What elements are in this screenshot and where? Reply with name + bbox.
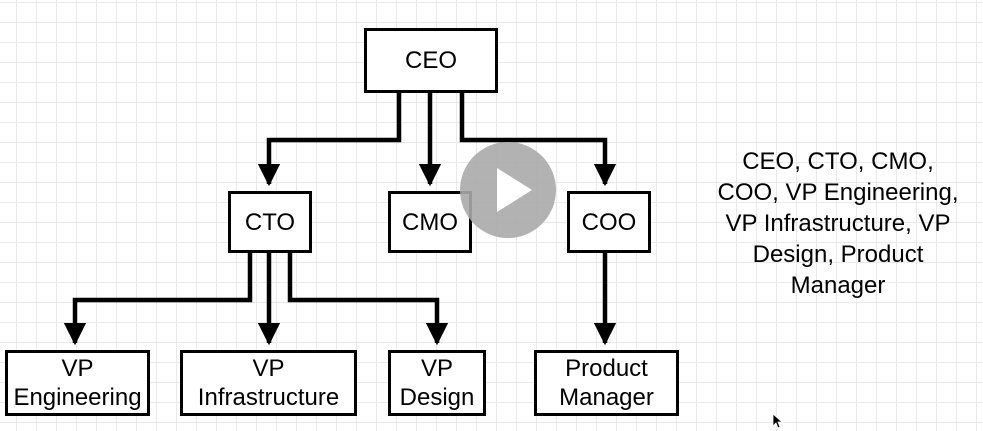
mouse-cursor-icon: [772, 413, 784, 429]
node-vp-design-line2: Design: [399, 384, 475, 411]
play-icon: [497, 168, 532, 212]
play-button[interactable]: [460, 142, 556, 238]
edge-ceo-coo: [459, 93, 617, 187]
node-ceo-label: CEO: [404, 47, 457, 74]
node-coo: COO: [567, 191, 651, 253]
node-product-manager-line2: Manager: [559, 384, 654, 411]
node-product-manager: Product Manager: [534, 350, 679, 416]
node-vp-engineering-line1: VP: [61, 355, 94, 382]
node-vp-engineering: VP Engineering: [5, 350, 150, 416]
node-vp-infrastructure-line1: VP: [252, 355, 285, 382]
edge-cto-vp-engineering: [63, 253, 253, 346]
node-cmo: CMO: [388, 191, 472, 253]
edge-ceo-cto: [257, 93, 402, 187]
node-vp-design: VP Design: [388, 350, 486, 416]
node-coo-label: COO: [581, 208, 637, 236]
node-ceo: CEO: [364, 28, 498, 93]
node-vp-infrastructure: VP Infrastructure: [180, 350, 357, 416]
node-vp-design-line1: VP: [420, 355, 453, 382]
node-cto-label: CTO: [244, 208, 296, 236]
node-product-manager-line1: Product: [565, 355, 648, 382]
edge-cto-vp-design: [287, 253, 449, 346]
side-note-text: CEO, CTO, CMO, COO, VP Engineering, VP I…: [717, 148, 959, 299]
node-vp-infrastructure-line2: Infrastructure: [197, 384, 340, 411]
node-cmo-label: CMO: [402, 208, 458, 236]
node-cto: CTO: [228, 191, 312, 253]
node-vp-engineering-line2: Engineering: [13, 384, 142, 411]
